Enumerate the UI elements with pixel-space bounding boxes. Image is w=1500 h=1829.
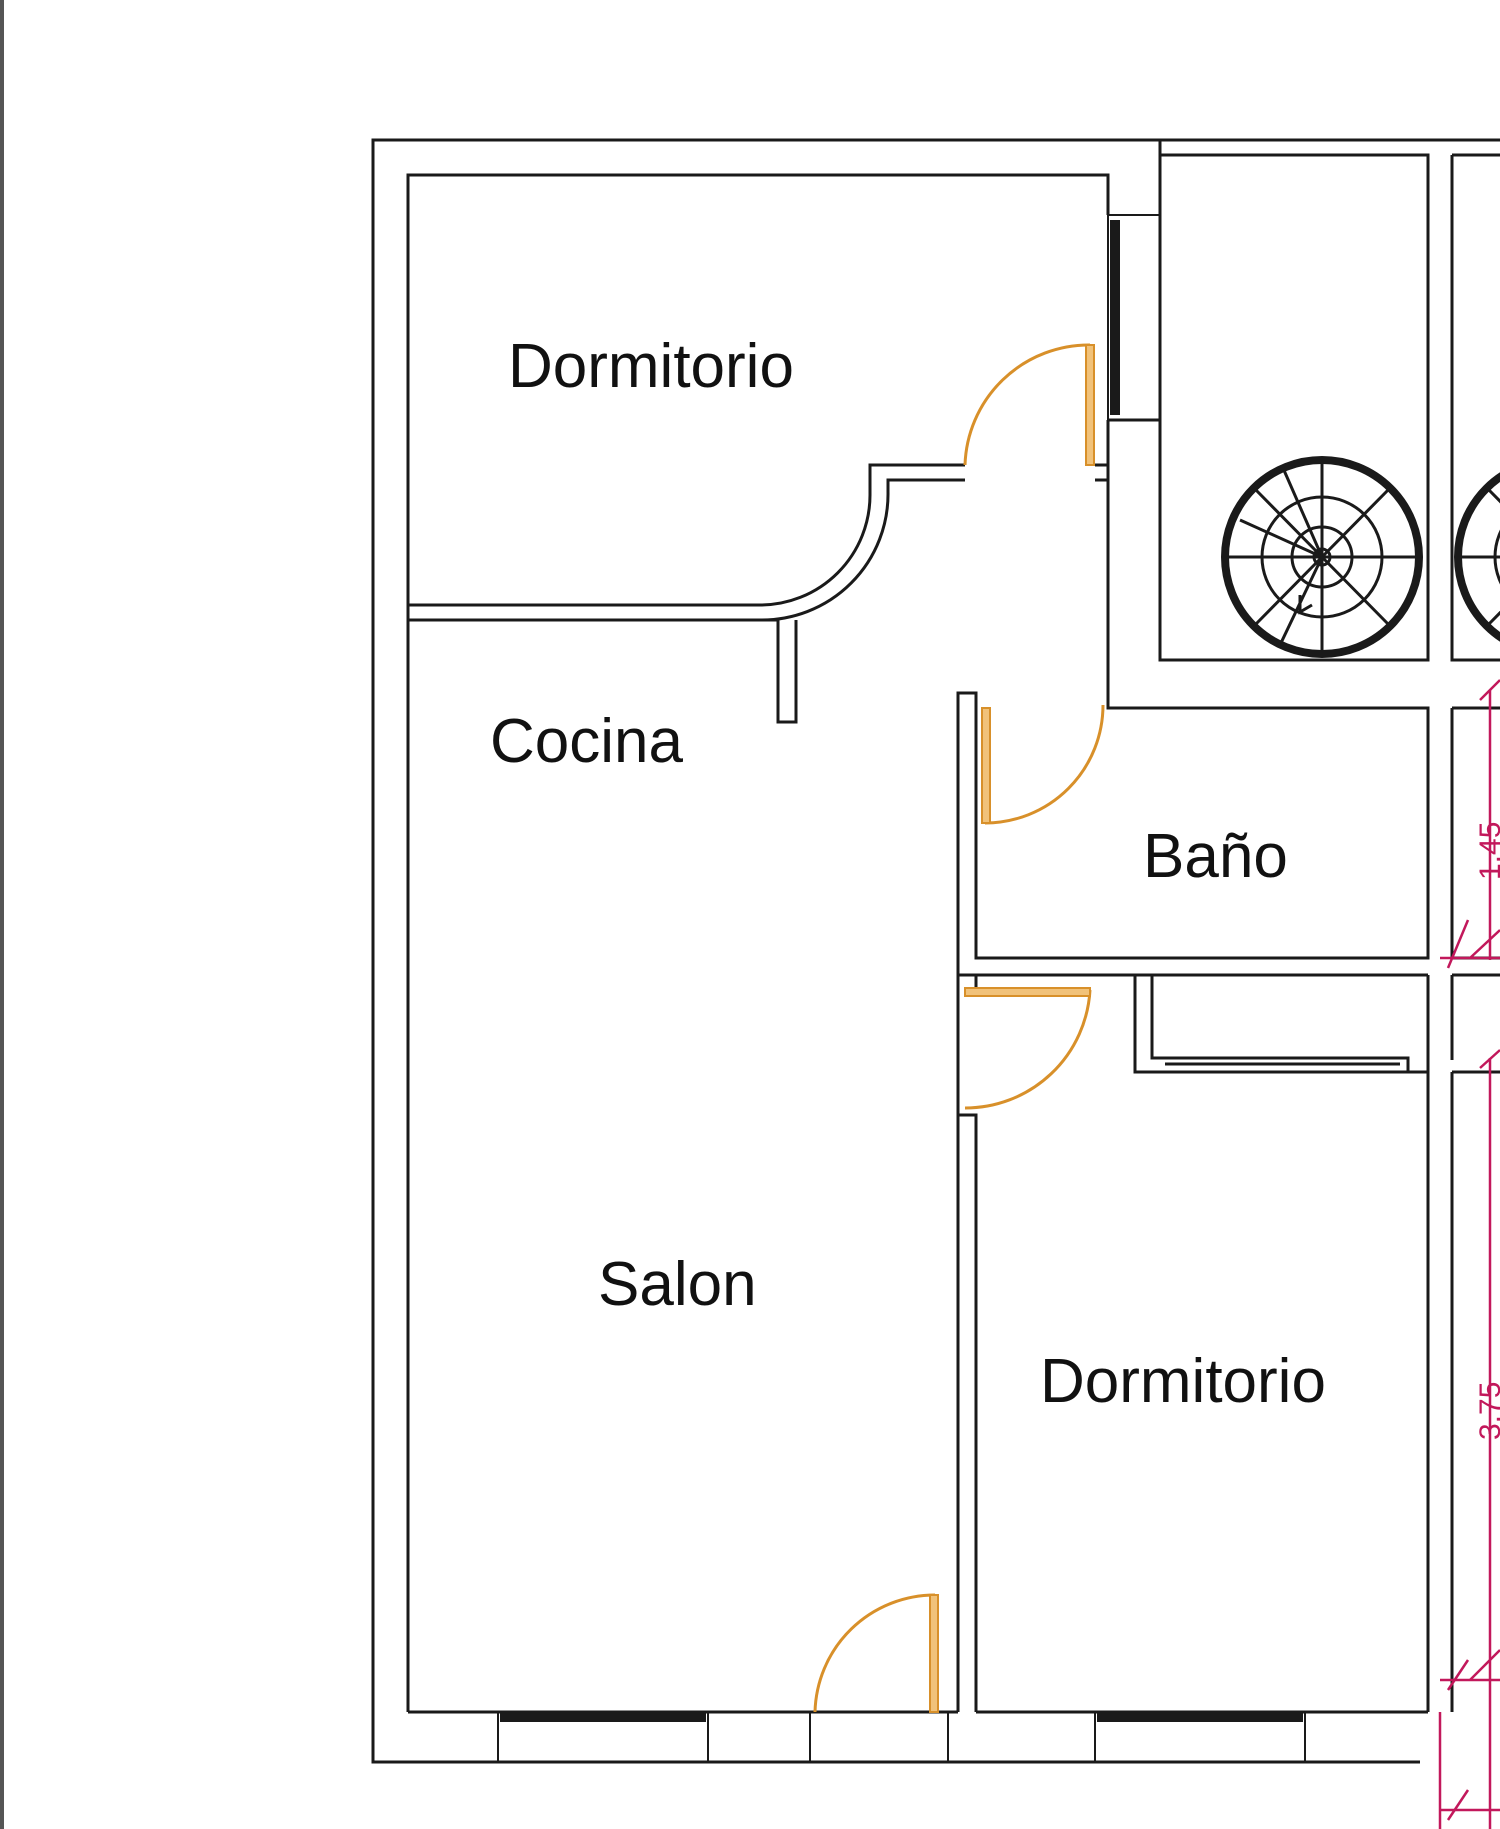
dimension-line-bano [1440,679,1500,969]
room-label-dormitorio-bottom: Dormitorio [1040,1347,1326,1416]
bathroom-walls [956,706,1430,977]
right-column-walls [1450,706,1500,1712]
closet-walls [1133,975,1430,1074]
room-label-cocina: Cocina [490,707,684,776]
dimension-label-bano: 1.45 [1474,822,1500,880]
room-label-bano: Baño [1143,822,1288,891]
room-label-dormitorio-top: Dormitorio [508,332,794,401]
bottom-window-salon [497,1711,709,1763]
spiral-staircase-icon [1454,472,1500,642]
bedroom-top-walls [406,173,1110,622]
dimension-line-dormitorio [1438,1049,1500,1829]
door-bedroom-bottom[interactable] [964,987,1092,1110]
bedroom-top-window [1107,214,1161,421]
hallway-walls [1095,215,1162,710]
room-label-salon: Salon [598,1250,757,1319]
spiral-staircase-icon [1221,456,1423,658]
salon-walls [406,618,978,1714]
dimension-label-dormitorio: 3.75 [1474,1382,1500,1440]
bottom-entry-frame [809,1711,949,1763]
door-bedroom-top[interactable] [963,343,1095,466]
door-bathroom[interactable] [981,704,1105,825]
bottom-window-bedroom [1094,1711,1306,1763]
door-entrance[interactable] [813,1593,939,1713]
bedroom-bottom-walls [956,975,1430,1714]
stair-block [1158,150,1500,662]
